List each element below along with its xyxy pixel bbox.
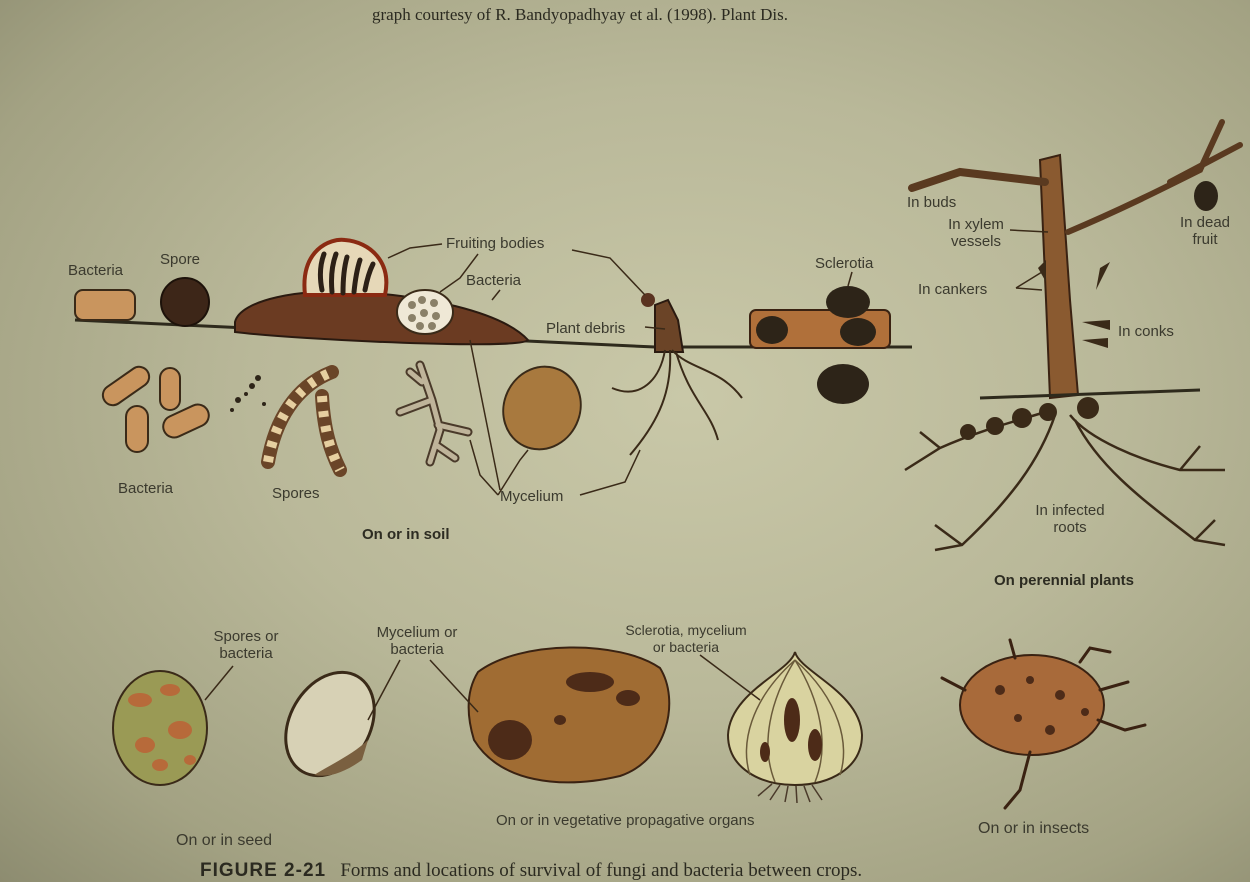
label-spores-or-bacteria-line2: bacteria [196,645,296,662]
label-bacteria-debris: Bacteria [466,272,521,289]
label-in-buds: In buds [907,194,956,211]
perennial-ground-line [980,390,1200,398]
section-title-perennial: On perennial plants [994,572,1134,589]
label-sclerotia-mycelium-line2: or bacteria [596,639,776,656]
label-sclerotia: Sclerotia [815,255,873,272]
label-in-conks: In conks [1118,323,1174,340]
sclerotium-on-log [826,286,870,318]
label-spores-or-bacteria-line1: Spores or [196,628,296,645]
conks [1082,320,1110,348]
spore-fragments [230,375,266,412]
root-galls [960,397,1099,440]
label-spores-or-bacteria: Spores or bacteria [196,628,296,662]
sclerotium-log-end [840,318,876,346]
tree-branch-left [912,172,1045,188]
section-title-seed: On or in seed [176,832,272,849]
stump-roots [612,350,742,455]
label-mycelium-or-bacteria-line1: Mycelium or [358,624,476,641]
label-spore: Spore [160,251,200,268]
insect-body [960,655,1104,755]
soil-tuber [490,354,594,462]
figure-caption: FIGURE 2-21 Forms and locations of survi… [200,862,862,879]
label-sclerotia-mycelium-line1: Sclerotia, mycelium [596,622,776,639]
section-title-vegetative: On or in vegetative propagative organs [496,812,755,829]
sclerotium-in-log [756,316,788,344]
plant-debris-mound [235,291,528,344]
label-in-infected-roots-line2: roots [1022,519,1118,536]
onion-roots [758,784,822,803]
label-sclerotia-mycelium: Sclerotia, mycelium or bacteria [596,622,776,656]
label-spores: Spores [272,485,320,502]
label-in-xylem-line1: In xylem [936,216,1016,233]
dead-fruit [1194,181,1218,211]
tuber-large [469,647,670,782]
spore-ball [161,278,209,326]
figure-caption-text: Forms and locations of survival of fungi… [340,860,862,881]
label-in-xylem: In xylem vessels [936,216,1016,250]
label-in-infected-roots-line1: In infected [1022,502,1118,519]
label-mycelium-or-bacteria: Mycelium or bacteria [358,624,476,658]
label-in-dead-fruit-line2: fruit [1168,231,1242,248]
label-in-dead-fruit: In dead fruit [1168,214,1242,248]
plant-stump [655,300,683,352]
label-in-xylem-line2: vessels [936,233,1016,250]
citation-text: graph courtesy of R. Bandyopadhyay et al… [372,6,788,23]
label-bacteria-soil: Bacteria [118,480,173,497]
stump-fruiting-body [641,293,655,307]
section-title-insects: On or in insects [978,820,1089,837]
bacteria-cells [99,363,212,452]
label-bacteria-surface: Bacteria [68,262,123,279]
bacterium-surface [75,290,135,320]
figure-caption-prefix: FIGURE 2-21 [200,860,326,881]
label-in-infected-roots: In infected roots [1022,502,1118,536]
label-in-cankers: In cankers [918,281,987,298]
label-in-dead-fruit-line1: In dead [1168,214,1242,231]
label-mycelium: Mycelium [500,488,563,505]
label-fruiting-bodies: Fruiting bodies [446,235,544,252]
section-title-soil: On or in soil [362,526,450,543]
label-plant-debris: Plant debris [546,320,625,337]
label-mycelium-or-bacteria-line2: bacteria [358,641,476,658]
sclerotium-soil [817,364,869,404]
